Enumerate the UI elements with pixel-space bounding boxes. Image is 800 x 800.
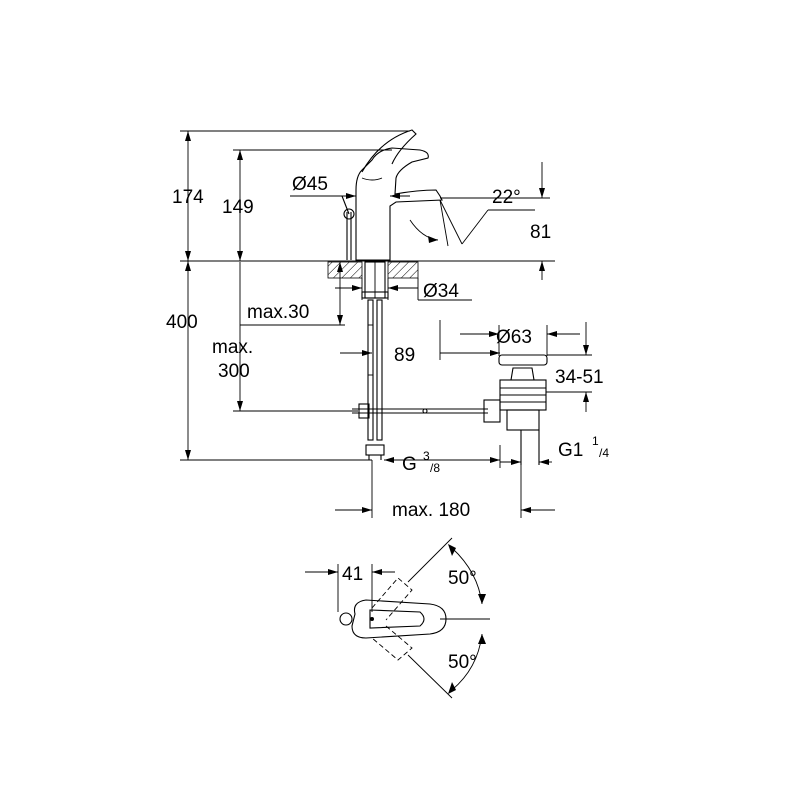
dim-81-arrow-top: [539, 188, 545, 198]
hose-connector: [365, 444, 385, 456]
dim-81-label: 81: [530, 222, 551, 243]
dim-400-label: 400: [166, 312, 198, 333]
angle-22-arrow: [428, 236, 438, 243]
lever-top-inner: [369, 609, 425, 629]
counter-hatch-right: [387, 261, 419, 279]
popup-knob: [343, 208, 355, 220]
angle-50-upper-ray: [407, 537, 453, 583]
faucet-lever-top: [361, 129, 417, 173]
dim-g114-sub: /4: [599, 446, 609, 460]
drain-tail: [506, 409, 540, 431]
angle-50-lower-arrow-a: [478, 634, 486, 644]
dim-g114-arrow-l: [511, 459, 521, 465]
dim-g114-sup: 1: [592, 434, 599, 448]
dim-g114-label: G1: [558, 440, 583, 461]
lever-dot: [370, 617, 374, 621]
popup-knob-top: [339, 612, 353, 626]
dim-d63-arrow-left: [489, 331, 499, 337]
supply-hose-right: [376, 299, 383, 441]
lever-ghost-upper: [371, 577, 413, 621]
angle-50-upper-arrow-a: [448, 544, 456, 556]
lever-top-view: [351, 599, 447, 639]
dim-g38-sub: /8: [430, 461, 440, 475]
dim-max30-arrow-bottom: [337, 315, 343, 325]
dim-174-label: 174: [172, 187, 204, 208]
faucet-body-curve: [361, 177, 383, 181]
dim-174-arrow-top: [185, 131, 191, 141]
dim-g114-arrow-r: [539, 459, 549, 465]
dim-max300-arrow-bottom: [237, 401, 243, 411]
counter-hatch-left: [327, 261, 363, 279]
dim-max300-label-a: max.: [212, 337, 253, 358]
dim-d63-label: Ø63: [496, 327, 532, 348]
supply-hose-left: [367, 299, 374, 441]
dim-d45-label: Ø45: [292, 174, 328, 195]
angle-50-lower-arrow-b: [448, 682, 456, 694]
angle-22-arc: [409, 219, 439, 241]
dim-41-label: 41: [342, 564, 363, 585]
dim-d45-arrow-right: [390, 193, 400, 199]
dim-149-label: 149: [222, 197, 254, 218]
dim-174-arrow-bottom: [185, 251, 191, 261]
dim-400-arrow-top: [185, 261, 191, 271]
dim-d63-arrow-right: [547, 331, 557, 337]
dim-max180-arrow-r: [521, 507, 531, 513]
linkage-clip: [358, 403, 370, 419]
dim-89-arrow-right: [490, 350, 500, 356]
dim-g38-arrow: [384, 457, 394, 463]
angle-22-ray: [439, 199, 463, 245]
angle-50-upper-arrow-b: [478, 594, 486, 604]
dim-d34-arrow-left: [352, 285, 362, 291]
dim-149-arrow-bottom: [237, 251, 243, 261]
dim-3451-arrow-bottom: [583, 392, 589, 402]
dim-3451-label: 34-51: [555, 367, 604, 388]
angle-50-lower-ray: [407, 654, 453, 699]
dim-d34-label: Ø34: [423, 281, 459, 302]
angle-22-ref: [439, 199, 449, 247]
dim-d34-arrow-right: [388, 285, 398, 291]
dim-89-arrow-left: [362, 350, 372, 356]
angle-22-leader: [461, 209, 489, 245]
lever-ghost-lower: [371, 625, 413, 661]
angle-50-lower-label: 50°: [448, 652, 477, 673]
dim-41-arrow-r: [372, 569, 382, 575]
dim-81-arrow-bottom: [539, 261, 545, 271]
dim-d45-arrow-left: [346, 193, 356, 199]
dim-max180-label: max. 180: [392, 500, 470, 521]
dim-max30-arrow-top: [337, 262, 343, 272]
drain-flange: [498, 354, 548, 366]
dim-41-arrow-l: [328, 569, 338, 575]
faucet-body: [355, 147, 443, 261]
dim-max180-arrow-l: [362, 507, 372, 513]
dim-89-label: 89: [394, 345, 415, 366]
dim-149-arrow-top: [237, 150, 243, 160]
dim-g38-sup: 3: [423, 449, 430, 463]
dim-max30-label: max.30: [247, 302, 309, 323]
angle-50-upper-label: 50°: [448, 568, 477, 589]
dim-400-arrow-bottom: [185, 450, 191, 460]
dim-3451-arrow-top: [583, 345, 589, 355]
top-view: 41 50° 50°: [305, 537, 490, 699]
dim-max300-label-b: 300: [218, 361, 250, 382]
drain-pivot: [483, 399, 501, 423]
side-view: 174 149 Ø45 22° 81: [166, 129, 609, 521]
angle-22-label: 22°: [492, 187, 521, 208]
popup-rod-top: [341, 195, 350, 215]
linkage-pin: [422, 408, 428, 414]
drain-cap: [510, 367, 535, 381]
dim-g38-label: G: [402, 454, 417, 475]
dim-g38-arrow-r: [490, 457, 500, 463]
